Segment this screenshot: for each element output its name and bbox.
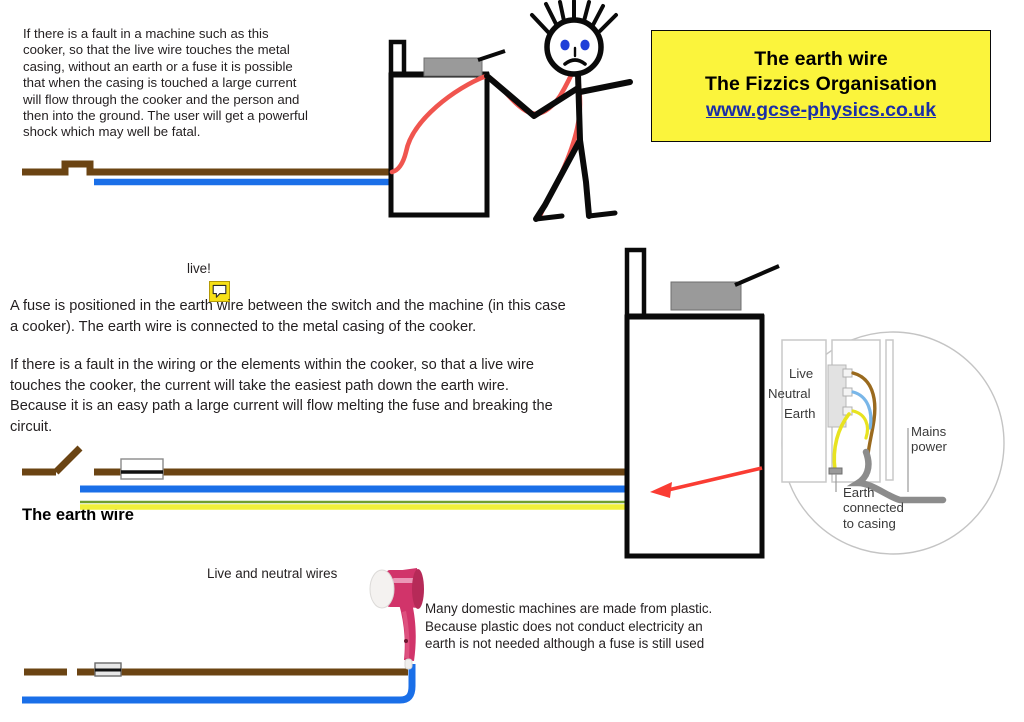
inset-label-earth: Earth: [784, 406, 816, 421]
cooker-icon-middle: [624, 247, 780, 559]
callout-arrow: [650, 466, 763, 498]
fuse-icon-bottom: [94, 662, 122, 677]
middle-paragraph-1: A fuse is positioned in the earth wire b…: [10, 298, 566, 335]
inset-earth-wire-casing: [832, 412, 851, 472]
live-label: live!: [187, 261, 211, 276]
inset-label-earth-connected: Earth connected to casing: [843, 485, 904, 531]
inset-neutral-wire: [851, 390, 873, 430]
pan-icon: [423, 57, 483, 77]
inset-live-wire: [851, 371, 877, 457]
earth-wire-caption: The earth wire: [22, 506, 134, 524]
title-line-1: The earth wire: [754, 48, 888, 70]
top-paragraph: If there is a fault in a machine such as…: [23, 26, 308, 140]
switch-icon: [22, 445, 83, 476]
plastic-machines-note: Many domestic machines are made from pla…: [425, 601, 713, 652]
title-box: The earth wire The Fizzics Organisation …: [651, 30, 991, 142]
inset-earth-terminal: [828, 467, 843, 475]
pan-icon-middle: [670, 281, 742, 311]
hairdryer-icon: [369, 568, 424, 670]
live-neutral-wires-label: Live and neutral wires: [207, 566, 338, 581]
title-line-2: The Fizzics Organisation: [704, 73, 938, 95]
cooker-icon-top: [388, 39, 506, 218]
comment-bubble-icon[interactable]: [209, 281, 230, 302]
inset-label-mains-power: Mains power: [911, 424, 947, 455]
inset-earth-wire-up: [851, 409, 870, 440]
inset-label-neutral: Neutral: [768, 386, 811, 401]
inset-terminal-block: [827, 364, 853, 428]
neutral-wire-bottom: [22, 664, 416, 704]
live-wire-top: [22, 160, 392, 176]
middle-paragraph-2: If there is a fault in the wiring or the…: [10, 357, 553, 435]
website-link[interactable]: www.gcse-physics.co.uk: [705, 99, 937, 121]
current-path-top: [389, 61, 583, 219]
shocked-person-icon: [484, 0, 633, 222]
inset-label-live: Live: [789, 366, 814, 381]
fuse-icon: [120, 458, 164, 480]
